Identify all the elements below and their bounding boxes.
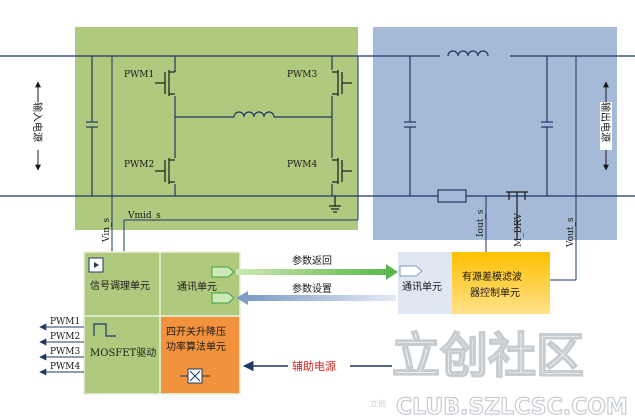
comm-right-unit [398, 252, 452, 314]
algorithm-label-line2: 功率算法单元 [166, 340, 226, 353]
current-sense-resistor [437, 189, 467, 203]
pwm4-mosfet [332, 158, 352, 184]
signal-conditioning-icon [88, 257, 104, 273]
filter-controller-line2: 器控制单元 [470, 286, 520, 299]
watermark-main: 立创社区 [392, 328, 584, 384]
mdrv-signal-label: M_DRV [514, 213, 524, 247]
pwm-out-1-label: PWM1 [50, 317, 80, 327]
comm-left-port-2-icon [211, 292, 235, 304]
filter-inductor [440, 49, 510, 61]
pwm3-label: PWM3 [287, 70, 318, 80]
power-stage-panel [75, 27, 358, 230]
comm-left-port-icon [211, 266, 235, 278]
output-source-indicator: 输出电源 [599, 81, 612, 171]
pwm3-mosfet [332, 70, 352, 96]
vout-signal-label: Vout_s [566, 217, 576, 248]
pwm1-label: PWM1 [124, 70, 154, 80]
pwm-output-arrows [39, 323, 84, 376]
param-set-label: 参数设置 [292, 282, 332, 295]
filter-controller-unit [452, 252, 550, 314]
pwm-out-4-label: PWM4 [50, 362, 81, 372]
watermark-small: 立创 [370, 398, 386, 408]
signal-conditioning-label: 信号调理单元 [90, 280, 150, 292]
param-return-arrow [236, 264, 398, 280]
input-capacitor [86, 56, 98, 196]
pwm-out-2-label: PWM2 [50, 332, 80, 342]
comm-left-label: 通讯单元 [177, 281, 217, 293]
param-return-label: 参数返回 [292, 254, 332, 267]
vin-signal-label: Vin_s [102, 217, 112, 243]
aux-power-label: 辅助电源 [292, 359, 336, 373]
ground-icon [329, 196, 341, 213]
mcu-chip-icon [180, 368, 210, 384]
vmid-signal-label: Vmid_s [127, 211, 161, 221]
comm-right-port-icon [399, 265, 423, 277]
output-power-label: 输出电源 [599, 102, 612, 142]
pwm4-label: PWM4 [287, 160, 318, 170]
algorithm-label-line1: 四开关升降压 [166, 325, 226, 338]
param-set-arrow [236, 291, 396, 305]
main-inductor [175, 111, 332, 118]
filter-controller-line1: 有源差模滤波 [462, 270, 522, 283]
pwm1-mosfet [155, 70, 176, 96]
mosfet-drive-label: MOSFET驱动 [90, 347, 156, 359]
input-source-indicator: 输入电源 [31, 81, 44, 171]
filter-capacitor-1 [404, 56, 416, 196]
watermark-sub: CLUB.SZLCSC.COM [396, 395, 628, 420]
comm-right-label: 通讯单元 [402, 281, 442, 293]
active-switch [506, 191, 528, 240]
pulse-waveform-icon [93, 323, 116, 337]
pwm2-mosfet [155, 158, 175, 184]
pwm-out-3-label: PWM3 [50, 347, 81, 357]
filter-capacitor-2 [541, 56, 553, 196]
iout-signal-label: Iout_s [476, 209, 486, 237]
input-power-label: 输入电源 [31, 102, 44, 142]
watermark: 立创社区 CLUB.SZLCSC.COM 立创 [370, 327, 628, 420]
pwm2-label: PWM2 [124, 160, 154, 170]
